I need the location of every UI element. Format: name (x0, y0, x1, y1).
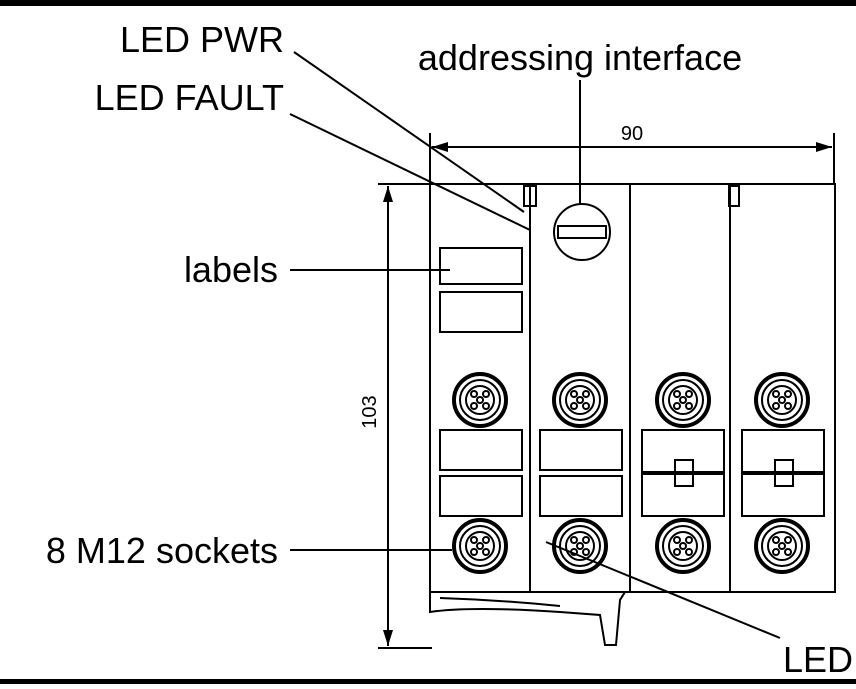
leader-led-fault (289, 113, 531, 231)
callout-led: LED (783, 639, 853, 680)
callout-led-pwr: LED PWR (120, 19, 284, 60)
callout-m12-sockets: 8 M12 sockets (46, 530, 278, 571)
height-dimension (378, 183, 432, 649)
m12-socket (754, 372, 810, 428)
addressing-interface-dial (553, 203, 611, 261)
m12-sockets (452, 372, 810, 574)
leader-lines (289, 51, 781, 639)
leader-led (545, 541, 781, 639)
callout-addressing-interface: addressing interface (418, 37, 742, 78)
leader-led-pwr (293, 51, 525, 213)
m12-socket (552, 372, 608, 428)
label-plates (439, 247, 825, 517)
callout-labels: labels (184, 249, 278, 290)
m12-socket (655, 518, 711, 574)
m12-socket (655, 372, 711, 428)
callout-led-fault: LED FAULT (95, 77, 284, 118)
width-dimension-label: 90 (621, 123, 643, 145)
module-body (429, 183, 836, 646)
top-border (0, 0, 856, 6)
bottom-border (0, 679, 856, 684)
width-dimension (429, 133, 835, 185)
height-dimension-label: 103 (359, 395, 381, 428)
m12-socket (754, 518, 810, 574)
m12-socket (452, 372, 508, 428)
m12-socket (452, 518, 508, 574)
